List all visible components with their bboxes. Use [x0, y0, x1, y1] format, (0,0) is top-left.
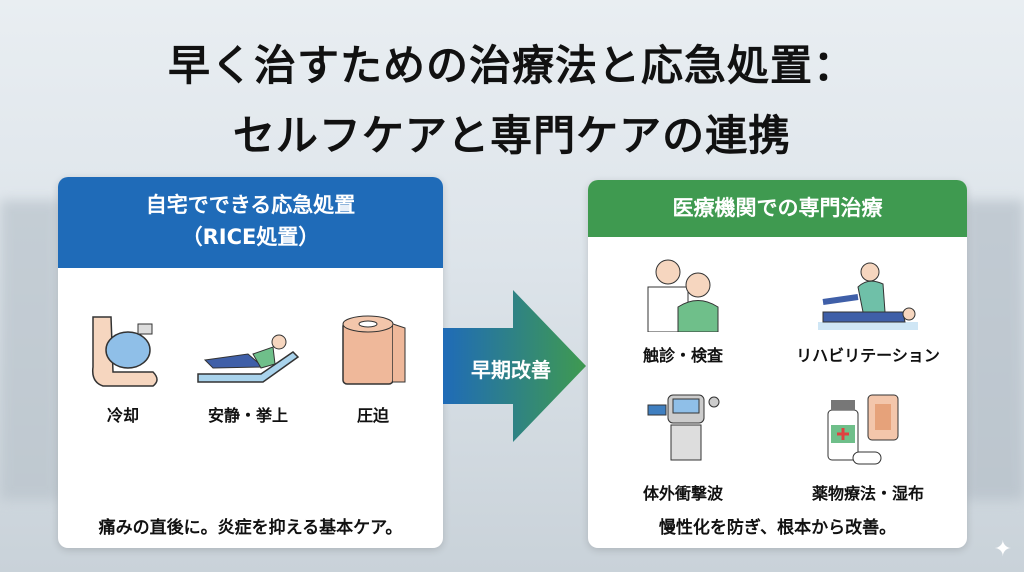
bandage-roll-icon	[342, 315, 406, 385]
rehabilitation-icon	[818, 262, 918, 330]
resting-person-icon	[197, 334, 300, 383]
arrow-label: 早期改善	[471, 358, 551, 382]
self-care-footer: 痛みの直後に。炎症を抑える基本ケア。	[98, 518, 403, 538]
medicine-icon	[827, 394, 899, 465]
item-label: リハビリテーション	[796, 346, 940, 365]
arrow-icon	[443, 290, 586, 442]
professional-care-footer: 慢性化を防ぎ、根本から改善。	[658, 518, 897, 538]
page-title-line2: セルフケアと専門ケアの連携	[232, 111, 792, 160]
item-label: 薬物療法・湿布	[811, 484, 924, 503]
item-label: 冷却	[106, 406, 139, 425]
sparkle-icon: ✦	[993, 537, 1012, 562]
item-shockwave: 体外衝撃波	[608, 390, 758, 504]
page-title-line1: 早く治すための治療法と応急処置：	[167, 41, 856, 90]
item-label: 触診・検査	[642, 346, 723, 365]
professional-care-header: 医療機関での専門治療	[588, 180, 967, 237]
self-care-card: 自宅でできる応急処置 （RICE処置） 冷却 安静・挙上 圧迫 痛みの直後に。炎…	[58, 177, 443, 548]
self-care-header-title: 自宅でできる応急処置	[145, 193, 356, 217]
item-label: 安静・挙上	[207, 406, 288, 425]
item-label: 圧迫	[356, 406, 389, 425]
background-blur	[964, 200, 1024, 500]
item-compression: 圧迫	[328, 312, 418, 426]
doctor-patient-icon	[647, 259, 719, 332]
item-rehabilitation: リハビリテーション	[778, 252, 958, 366]
item-label: 体外衝撃波	[642, 484, 723, 503]
item-cooling: 冷却	[78, 312, 168, 426]
item-rest-elevation: 安静・挙上	[188, 312, 308, 426]
self-care-header-subtitle: （RICE処置）	[181, 225, 320, 249]
ice-pack-icon	[91, 316, 158, 387]
self-care-header: 自宅でできる応急処置 （RICE処置）	[58, 177, 443, 268]
shockwave-machine-icon	[647, 394, 720, 461]
item-palpation: 触診・検査	[608, 252, 758, 366]
professional-care-card: 医療機関での専門治療 触診・検査 リハビリテーション 体外衝撃波 薬物療法・湿布…	[588, 180, 967, 548]
background-blur	[0, 200, 60, 500]
item-medication: 薬物療法・湿布	[778, 390, 958, 504]
